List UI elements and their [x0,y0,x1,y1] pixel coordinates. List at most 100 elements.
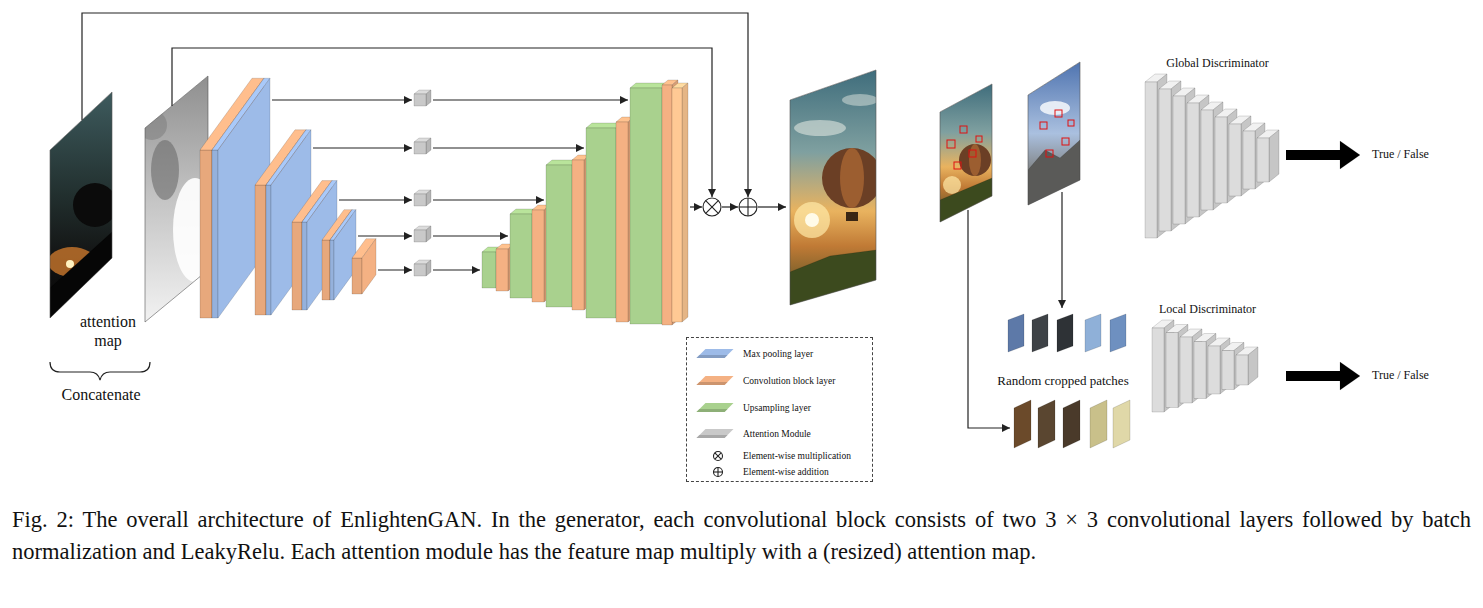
legend-swatch [697,376,734,385]
node-heading: attention map [74,312,142,350]
legend-text: Convolution block layer [743,375,835,387]
conv-layer-front [662,85,672,325]
disc-layer-front [1145,82,1157,238]
image-patch [1113,400,1130,448]
enhanced-image [940,84,992,225]
crop-box [1068,120,1074,126]
add-symbol [739,198,757,216]
disc-layer-front [1243,131,1255,189]
figure-caption: Fig. 2: The overall architecture of Enli… [12,504,1471,568]
legend-text: Element-wise multiplication [743,450,851,462]
output-image [790,70,882,312]
legend-symbol [687,450,727,464]
legend-box: Max pooling layerConvolution block layer… [686,337,873,482]
symbol-stroke [715,453,721,459]
crop-box [1055,110,1062,117]
output-arrow [1286,150,1342,160]
flow-arrow [690,206,702,207]
layer-front [292,222,302,310]
balloon-stripe [840,148,864,208]
layer-side [271,130,311,315]
flow-arrow [272,99,412,100]
layer-front [322,240,330,300]
layer-front [200,150,212,318]
legend-swatch [697,429,734,438]
legend-swatch [697,403,734,412]
disc-layer-front [1173,96,1185,224]
flow-arrow [758,206,786,207]
layer-front [352,258,362,294]
disc-layer-front [1180,337,1192,403]
legend-text: Attention Module [743,428,811,440]
upsampling-layer-front [586,128,616,318]
image-detail [66,260,74,268]
output-label: True / False [1372,368,1472,382]
image-patch [1085,314,1101,352]
crop-box [1040,122,1047,129]
balloon [959,144,991,176]
disc-layer-side [1269,130,1279,182]
legend-row: Element-wise multiplication [687,450,872,464]
image-patch [1038,400,1055,448]
conv-layer-front [572,160,584,310]
attention-module-side [426,138,431,154]
discriminator-block: Local Discriminator [1140,298,1275,420]
image-patch [1090,400,1107,448]
image-patch [1032,314,1048,352]
symbol-stroke [715,453,721,459]
disc-layer-side [1248,347,1258,385]
crop-box [947,140,955,148]
output-arrowhead [1340,362,1360,390]
legend-row: Max pooling layer [687,348,872,362]
multiply-symbol [703,198,721,216]
image-patch [1014,400,1031,448]
legend-row: Upsampling layer [687,402,872,416]
symbol-stroke [747,198,748,216]
flow-arrow [172,48,712,197]
crop-box [1046,150,1053,157]
attention-module-front [414,264,426,276]
balloon-basket [846,212,858,221]
flow-arrow [358,235,412,236]
label-slot: Concatenate [48,385,154,404]
disc-layer-front [1229,124,1241,196]
layer-front [302,222,307,310]
flow-arrow [433,269,480,270]
upsampling-layer-front [482,252,496,288]
image-border [940,84,992,222]
image-detail [151,140,179,200]
crop-box [960,126,967,133]
conv-layer-front [616,122,628,322]
image-detail [805,213,819,227]
balloon-stripe [969,144,981,176]
flow-arrow [1061,192,1062,308]
image-border [790,70,876,305]
flow-arrow [433,147,584,148]
node-heading: Random cropped patches [997,373,1128,389]
legend-symbol [687,466,727,480]
attention-module-side [426,226,431,242]
rock [1028,140,1080,207]
attention-module-front [414,142,426,154]
layer-side [307,181,337,310]
image-patch [1110,314,1126,352]
upsampling-layer-front [630,88,662,324]
upsampling-layer-front [546,165,572,307]
crop-box [969,150,976,157]
symbol-stroke [706,201,719,214]
crop-box [1062,138,1069,145]
label-slot: True / False [1372,368,1472,382]
output-label: True / False [1372,147,1472,161]
flow-arrow [82,13,748,197]
crop-box [976,136,982,142]
legend-text: Element-wise addition [743,466,829,478]
discriminator-block: Global Discriminator [1140,52,1295,247]
disc-layer-front [1222,351,1234,390]
disc-layer-front [1257,138,1269,182]
image-detail [137,110,167,140]
attention-module-side [426,260,431,276]
layer-front [266,185,271,315]
disc-layer-front [1187,103,1199,217]
upsampling-layer-front [510,214,532,298]
